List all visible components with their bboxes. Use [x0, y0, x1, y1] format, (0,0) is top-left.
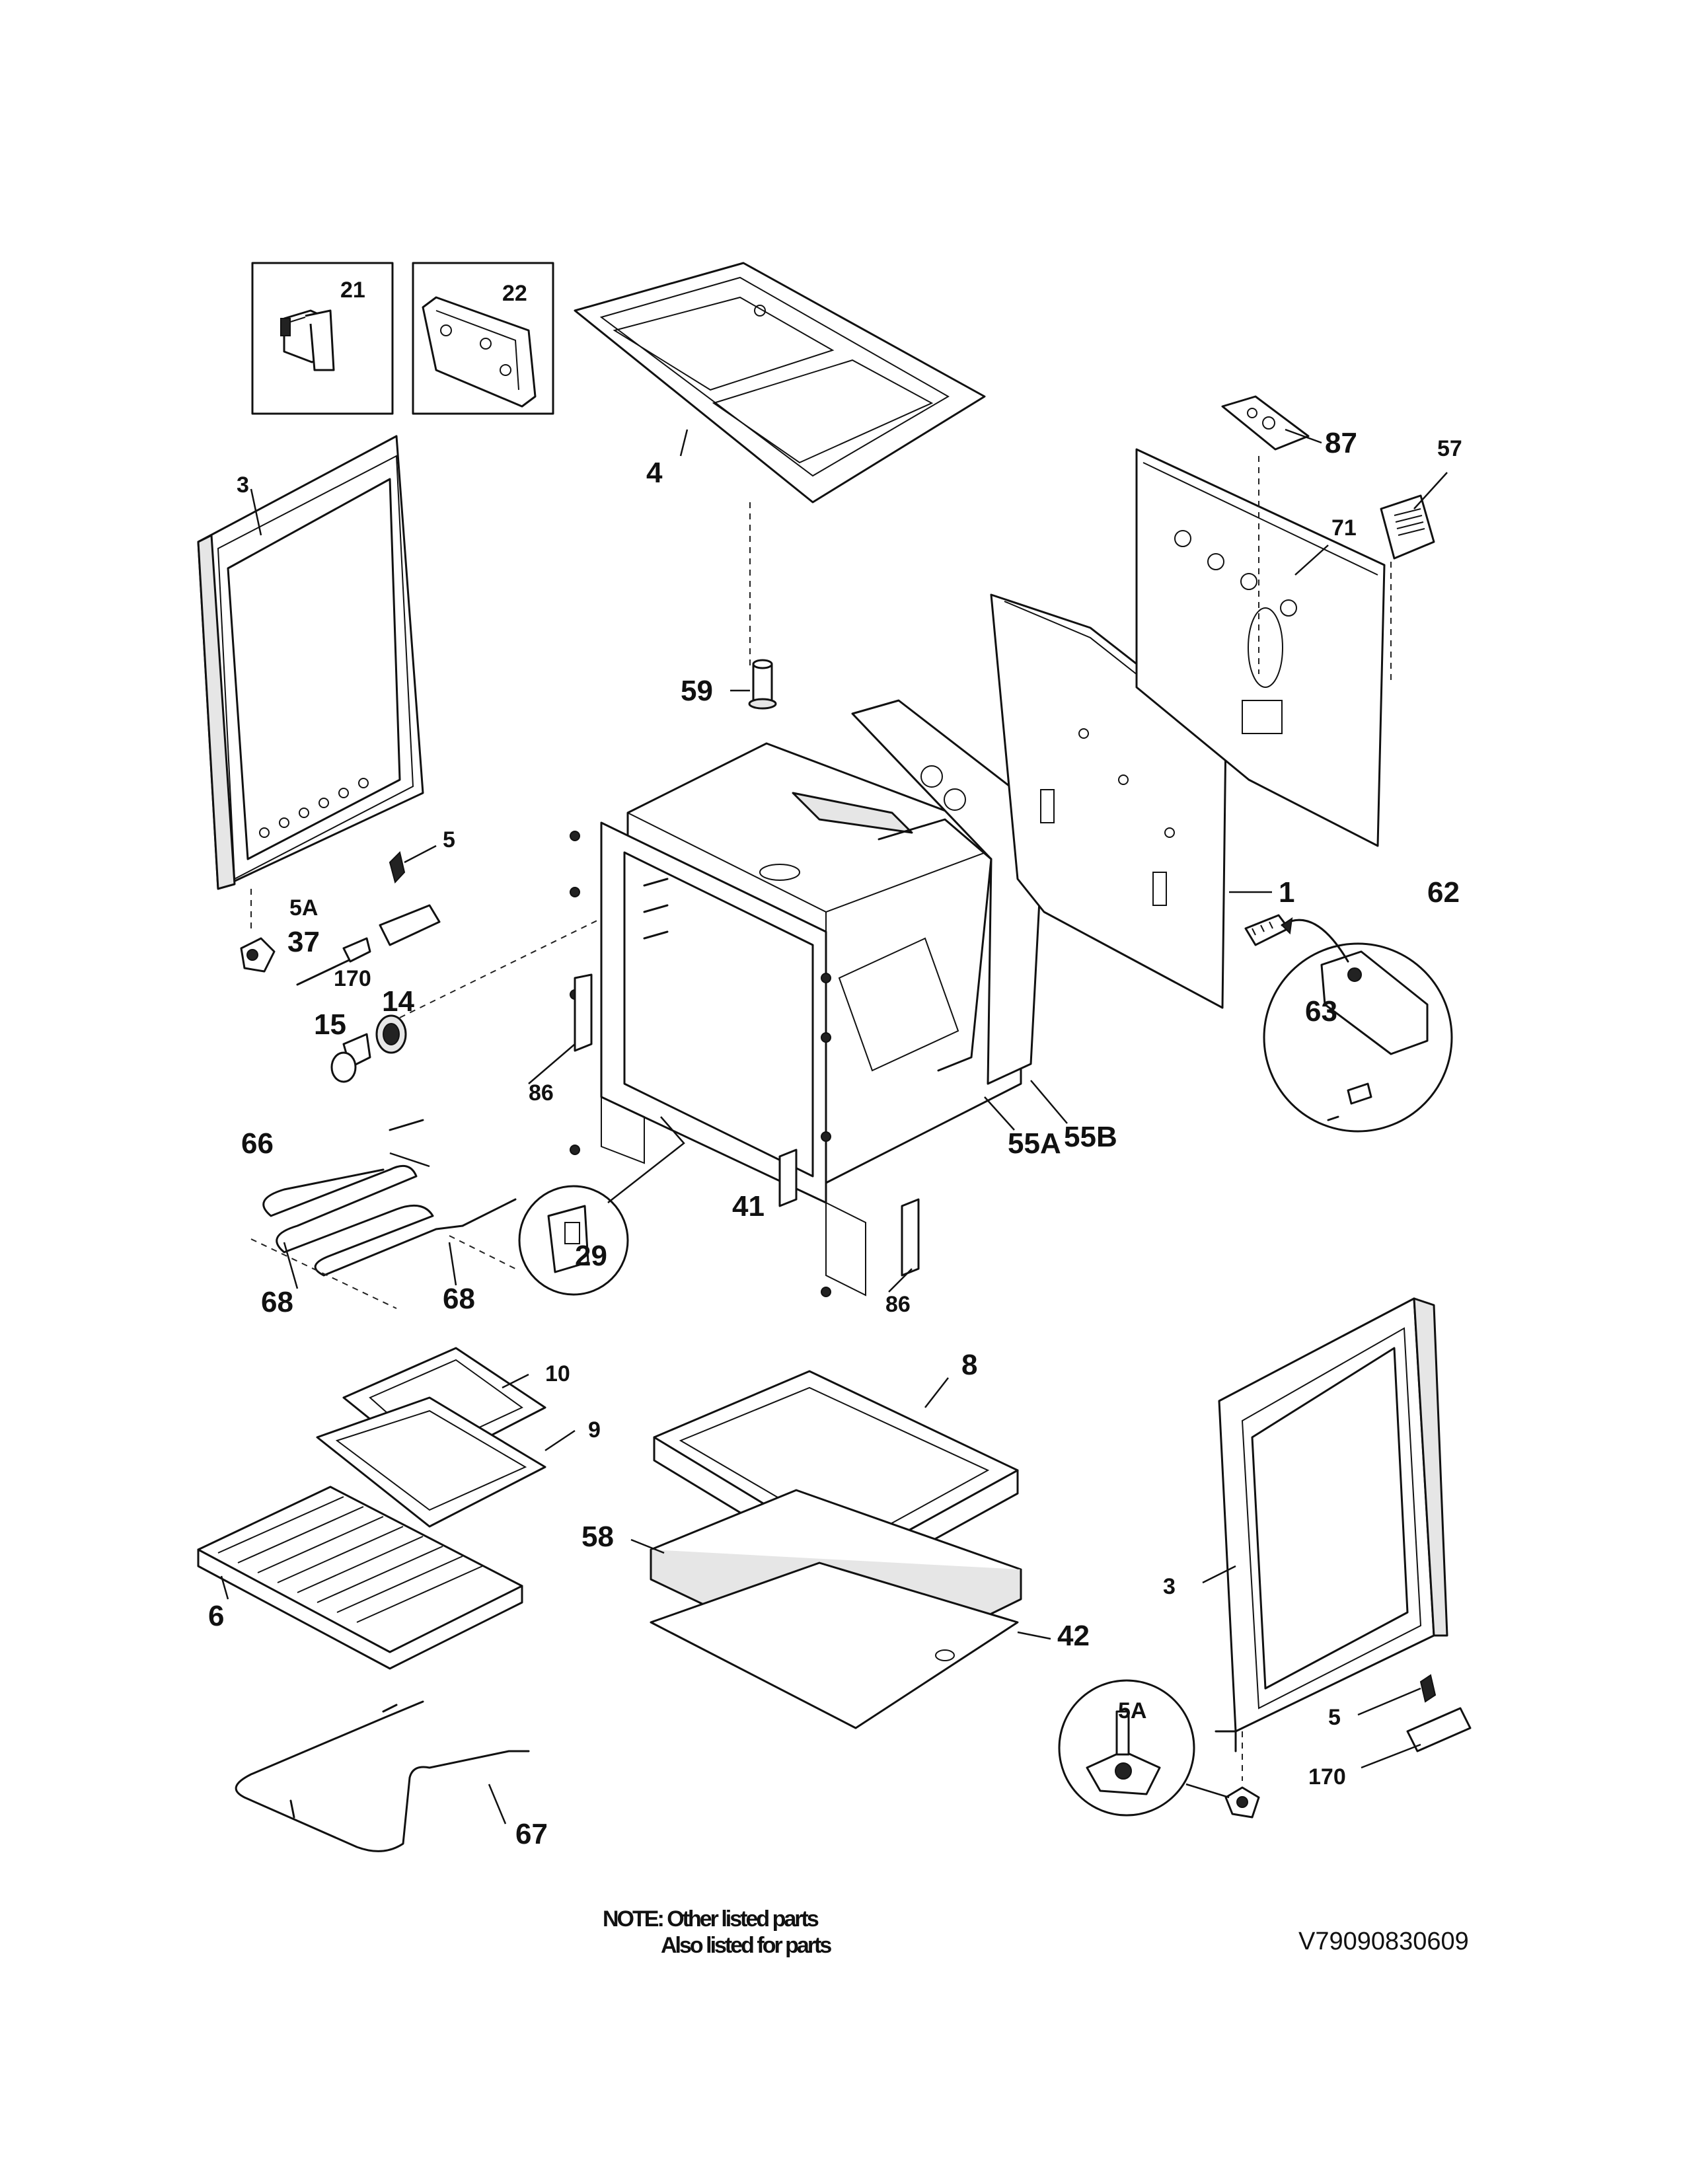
part-label: 87 — [1325, 427, 1357, 459]
part-label: 29 — [575, 1240, 607, 1272]
leader-lines — [220, 428, 1448, 1825]
drawer-bottom-42 — [650, 1562, 1019, 1729]
right-hinge-parts — [1224, 1674, 1472, 1819]
gasket-plate-87 — [1221, 395, 1310, 451]
part-label: 42 — [1057, 1620, 1090, 1652]
part-label: 66 — [241, 1127, 274, 1160]
part-label: 170 — [334, 966, 371, 991]
part-label: 1 — [1279, 876, 1294, 909]
part-label: 86 — [529, 1080, 554, 1106]
sensor-59 — [748, 659, 777, 710]
part-label: 15 — [314, 1008, 346, 1041]
broil-element-66 — [262, 1119, 517, 1277]
part-label: 3 — [237, 472, 249, 498]
callout-circle-29 — [518, 1185, 629, 1296]
oven-rack-6 — [197, 1486, 523, 1670]
part-label: 21 — [340, 278, 365, 303]
part-label: 6 — [208, 1600, 224, 1632]
part-label: 5A — [1118, 1698, 1146, 1723]
part-label: 4 — [646, 457, 663, 489]
footer: NOTE: Other listed parts Also listed for… — [603, 1906, 1469, 1958]
vent-57 — [1380, 494, 1435, 560]
note-line-2: Also listed for parts — [661, 1933, 831, 1958]
part-label: 68 — [261, 1286, 293, 1318]
part-label: 5 — [443, 827, 455, 852]
callout-circle-62 — [1263, 942, 1453, 1133]
part-label: 22 — [502, 281, 527, 306]
part-label: 5 — [1328, 1705, 1341, 1730]
left-hinge-parts — [240, 851, 441, 986]
top-panel — [574, 262, 986, 504]
part-label: 170 — [1308, 1764, 1346, 1789]
part-label: 55A — [1008, 1127, 1061, 1160]
part-labels: 21 22 3 4 87 57 71 59 5 5A 37 170 14 15 … — [208, 278, 1462, 1850]
insulation-blanket — [851, 699, 1045, 1085]
terminal-block-63 — [1244, 914, 1290, 946]
bracket-41 — [778, 1148, 798, 1207]
part-label: 3 — [1163, 1574, 1176, 1599]
part-label: 41 — [732, 1190, 765, 1223]
part-label: 62 — [1427, 876, 1460, 909]
right-side-panel — [1215, 1297, 1448, 1752]
part-label: 68 — [443, 1283, 475, 1315]
part-label: 57 — [1437, 436, 1462, 461]
part-label: 9 — [588, 1417, 601, 1443]
left-side-panel — [197, 435, 424, 890]
callout-circle-5A — [1058, 1679, 1195, 1817]
part-label: 14 — [382, 985, 414, 1018]
note-line-1: NOTE: Other listed parts — [603, 1906, 819, 1932]
broiler-pan-9 — [316, 1396, 546, 1528]
inset-box-22 — [412, 262, 554, 415]
part-label: 59 — [681, 675, 713, 707]
hinge-receivers-86 — [574, 973, 920, 1277]
part-label: 55B — [1064, 1121, 1117, 1153]
part-label: 63 — [1305, 995, 1337, 1028]
lower-frame — [601, 1096, 866, 1297]
part-label: 8 — [961, 1349, 977, 1381]
part-label: 58 — [581, 1521, 614, 1553]
part-label: 67 — [515, 1818, 548, 1850]
part-label: 71 — [1331, 515, 1357, 541]
part-label: 5A — [289, 895, 318, 921]
diagram-code: V79090830609 — [1298, 1928, 1469, 1955]
part-label: 10 — [545, 1361, 570, 1386]
part-label: 37 — [287, 926, 320, 958]
rear-cover-71 — [1135, 448, 1386, 847]
bake-element-67 — [235, 1700, 530, 1852]
inset-box-21 — [251, 262, 394, 415]
part-label: 86 — [885, 1292, 911, 1317]
oven-light-parts — [330, 1014, 407, 1083]
